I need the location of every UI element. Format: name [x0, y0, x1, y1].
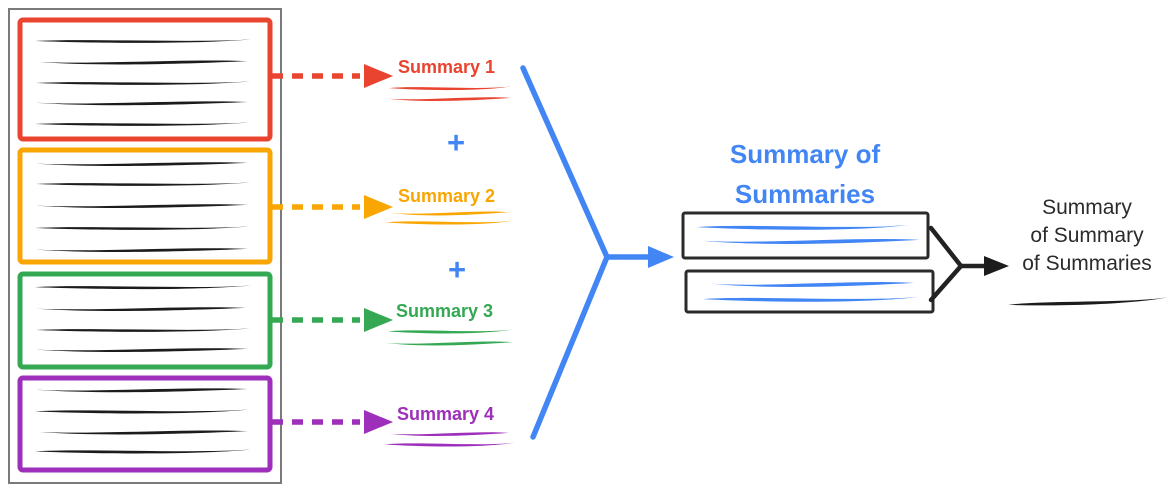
final-summary-line-3: of Summaries [1022, 252, 1152, 275]
final-summary-scribble [1008, 297, 1169, 308]
chunk-3-arrow [272, 308, 393, 332]
plus-operator-bottom: + [447, 252, 467, 287]
chunk-4-arrow [272, 410, 393, 434]
merge-title: Summary of Summaries [700, 134, 910, 214]
plus-operator-top: + [446, 125, 466, 160]
merged-box-2 [684, 269, 935, 314]
combine-bracket-arrow [928, 225, 1009, 303]
summary-3-label: Summary 3 [396, 301, 494, 321]
document-outline [8, 8, 282, 484]
chunk-3-box [17, 271, 273, 370]
chunk-2-arrow [272, 195, 393, 219]
chunk-1-box [17, 17, 273, 142]
summary-3-scribble [385, 329, 513, 346]
chunk-1-arrow [272, 64, 393, 88]
summary-4-label: Summary 4 [397, 404, 495, 424]
summary-2-label: Summary 2 [398, 186, 496, 206]
final-summary-line-2: of Summary [1030, 224, 1144, 247]
final-summary-line-1: Summary [1042, 196, 1132, 219]
summary-2-scribble [386, 211, 514, 225]
merge-arrow [520, 65, 674, 440]
merge-title-line-1: Summary of [729, 139, 881, 169]
summary-1-scribble [387, 86, 511, 101]
chunk-4-box [17, 375, 273, 473]
merged-box-1 [681, 211, 930, 260]
summary-4-scribble [385, 432, 515, 447]
chunk-2-box [17, 147, 273, 265]
final-summary-label: Summary of Summary of Summaries [1001, 194, 1170, 278]
summary-1-label: Summary 1 [398, 57, 496, 77]
merge-title-line-2: Summaries [734, 179, 876, 209]
